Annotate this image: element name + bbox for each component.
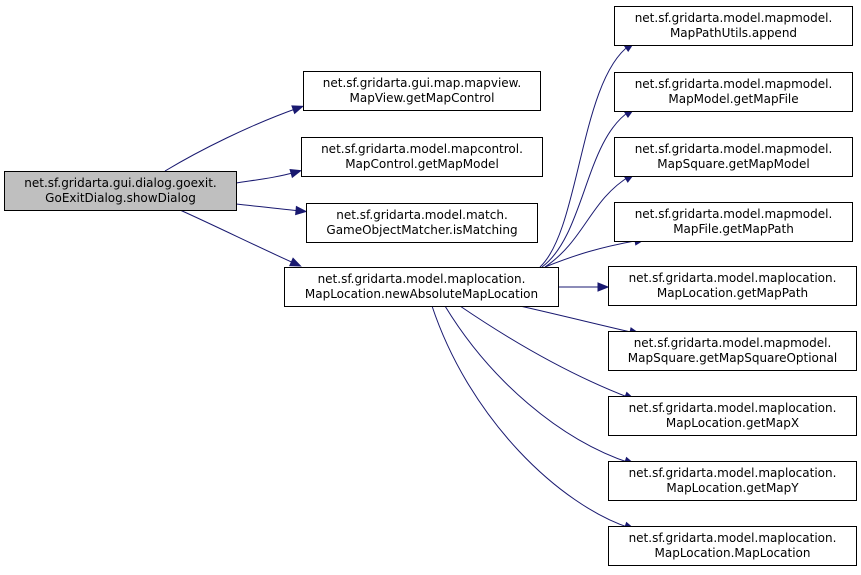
edge-newAbsoluteMapLocation-to-getMapY xyxy=(444,305,637,466)
node-label-line2: MapLocation.getMapPath xyxy=(657,286,808,300)
arrowhead-icon xyxy=(291,105,304,115)
node-label-line2: MapControl.getMapModel xyxy=(345,157,499,171)
node-label-line1: net.sf.gridarta.model.maplocation. xyxy=(629,271,837,285)
node-box xyxy=(608,266,857,306)
arrowhead-icon xyxy=(295,205,308,216)
node-box xyxy=(301,137,543,177)
node-label-line1: net.sf.gridarta.gui.map.mapview. xyxy=(323,76,521,90)
node-label-line1: net.sf.gridarta.model.maplocation. xyxy=(629,531,837,545)
node-label-line2: MapPathUtils.append xyxy=(670,26,797,40)
arrowhead-icon xyxy=(597,282,610,292)
node-label-line1: net.sf.gridarta.model.mapmodel. xyxy=(635,77,833,91)
node-getMapControl[interactable]: net.sf.gridarta.gui.map.mapview.MapView.… xyxy=(303,71,541,111)
edge-line xyxy=(431,305,631,529)
arrowhead-icon xyxy=(289,168,303,179)
node-append[interactable]: net.sf.gridarta.model.mapmodel.MapPathUt… xyxy=(614,6,853,46)
node-newAbsoluteMapLocation[interactable]: net.sf.gridarta.model.maplocation.MapLoc… xyxy=(284,267,559,307)
node-box xyxy=(303,71,541,111)
node-box xyxy=(614,72,853,112)
edge-line xyxy=(544,175,631,268)
node-label-line1: net.sf.gridarta.gui.dialog.goexit. xyxy=(24,176,216,190)
node-label-line2: MapModel.getMapFile xyxy=(668,92,798,106)
node-label-line1: net.sf.gridarta.model.maplocation. xyxy=(629,401,837,415)
edge-line xyxy=(519,305,636,334)
node-label-line2: MapLocation.getMapX xyxy=(666,416,799,430)
edge-newAbsoluteMapLocation-to-ctor xyxy=(431,305,637,531)
arrowhead-icon xyxy=(289,257,302,267)
node-getMapX[interactable]: net.sf.gridarta.model.maplocation.MapLoc… xyxy=(608,396,857,436)
edge-newAbsoluteMapLocation-to-getMapPath_loc xyxy=(558,282,610,292)
edge-line xyxy=(179,209,297,265)
node-label-line2: MapView.getMapControl xyxy=(350,91,495,105)
node-box xyxy=(608,526,857,566)
node-isMatching[interactable]: net.sf.gridarta.model.match.GameObjectMa… xyxy=(306,203,538,243)
edge-line xyxy=(544,239,641,268)
node-getMapPath_file[interactable]: net.sf.gridarta.model.mapmodel.MapFile.g… xyxy=(614,202,853,242)
node-getMapSquareOptional[interactable]: net.sf.gridarta.model.mapmodel.MapSquare… xyxy=(608,331,857,371)
edge-line xyxy=(164,107,299,172)
nodes-layer: net.sf.gridarta.gui.dialog.goexit.GoExit… xyxy=(4,6,857,566)
node-getMapPath_loc[interactable]: net.sf.gridarta.model.maplocation.MapLoc… xyxy=(608,266,857,306)
node-label-line2: GoExitDialog.showDialog xyxy=(45,191,196,205)
edge-line xyxy=(235,171,297,184)
node-label-line2: MapSquare.getMapSquareOptional xyxy=(628,351,837,365)
edge-root-to-isMatching xyxy=(235,203,308,216)
edge-line xyxy=(539,44,631,268)
node-label-line2: MapLocation.newAbsoluteMapLocation xyxy=(305,287,538,301)
edge-line xyxy=(444,305,631,464)
node-label-line1: net.sf.gridarta.model.mapmodel. xyxy=(635,11,833,25)
node-getMapModel_sq[interactable]: net.sf.gridarta.model.mapmodel.MapSquare… xyxy=(614,137,853,177)
edge-line xyxy=(459,305,631,399)
node-box xyxy=(306,203,538,243)
node-label-line1: net.sf.gridarta.model.match. xyxy=(336,208,508,222)
node-label-line2: MapLocation.MapLocation xyxy=(655,546,811,560)
node-box xyxy=(608,331,857,371)
node-label-line2: MapLocation.getMapY xyxy=(666,481,799,495)
node-label-line1: net.sf.gridarta.model.mapmodel. xyxy=(635,207,833,221)
node-getMapY[interactable]: net.sf.gridarta.model.maplocation.MapLoc… xyxy=(608,461,857,501)
node-label-line1: net.sf.gridarta.model.maplocation. xyxy=(629,466,837,480)
node-box xyxy=(608,461,857,501)
node-ctor[interactable]: net.sf.gridarta.model.maplocation.MapLoc… xyxy=(608,526,857,566)
edge-root-to-getMapControl xyxy=(164,105,304,172)
node-box xyxy=(4,171,237,211)
node-label-line1: net.sf.gridarta.model.mapcontrol. xyxy=(321,142,523,156)
node-getMapFile[interactable]: net.sf.gridarta.model.mapmodel.MapModel.… xyxy=(614,72,853,112)
edges-layer xyxy=(164,41,647,531)
node-label-line2: MapSquare.getMapModel xyxy=(657,157,809,171)
node-label-line2: MapFile.getMapPath xyxy=(673,222,794,236)
node-box xyxy=(614,202,853,242)
edge-line xyxy=(541,110,631,268)
node-label-line1: net.sf.gridarta.model.mapmodel. xyxy=(634,336,832,350)
node-box xyxy=(284,267,559,307)
node-box xyxy=(614,6,853,46)
node-box xyxy=(614,137,853,177)
node-label-line1: net.sf.gridarta.model.mapmodel. xyxy=(635,142,833,156)
node-getMapModel_ctrl[interactable]: net.sf.gridarta.model.mapcontrol.MapCont… xyxy=(301,137,543,177)
node-box xyxy=(608,396,857,436)
edge-line xyxy=(235,203,302,212)
node-root[interactable]: net.sf.gridarta.gui.dialog.goexit.GoExit… xyxy=(4,171,237,211)
node-label-line2: GameObjectMatcher.isMatching xyxy=(326,223,517,237)
edge-root-to-newAbsoluteMapLocation xyxy=(179,209,302,267)
edge-root-to-getMapModel_ctrl xyxy=(235,168,303,184)
node-label-line1: net.sf.gridarta.model.maplocation. xyxy=(318,272,526,286)
